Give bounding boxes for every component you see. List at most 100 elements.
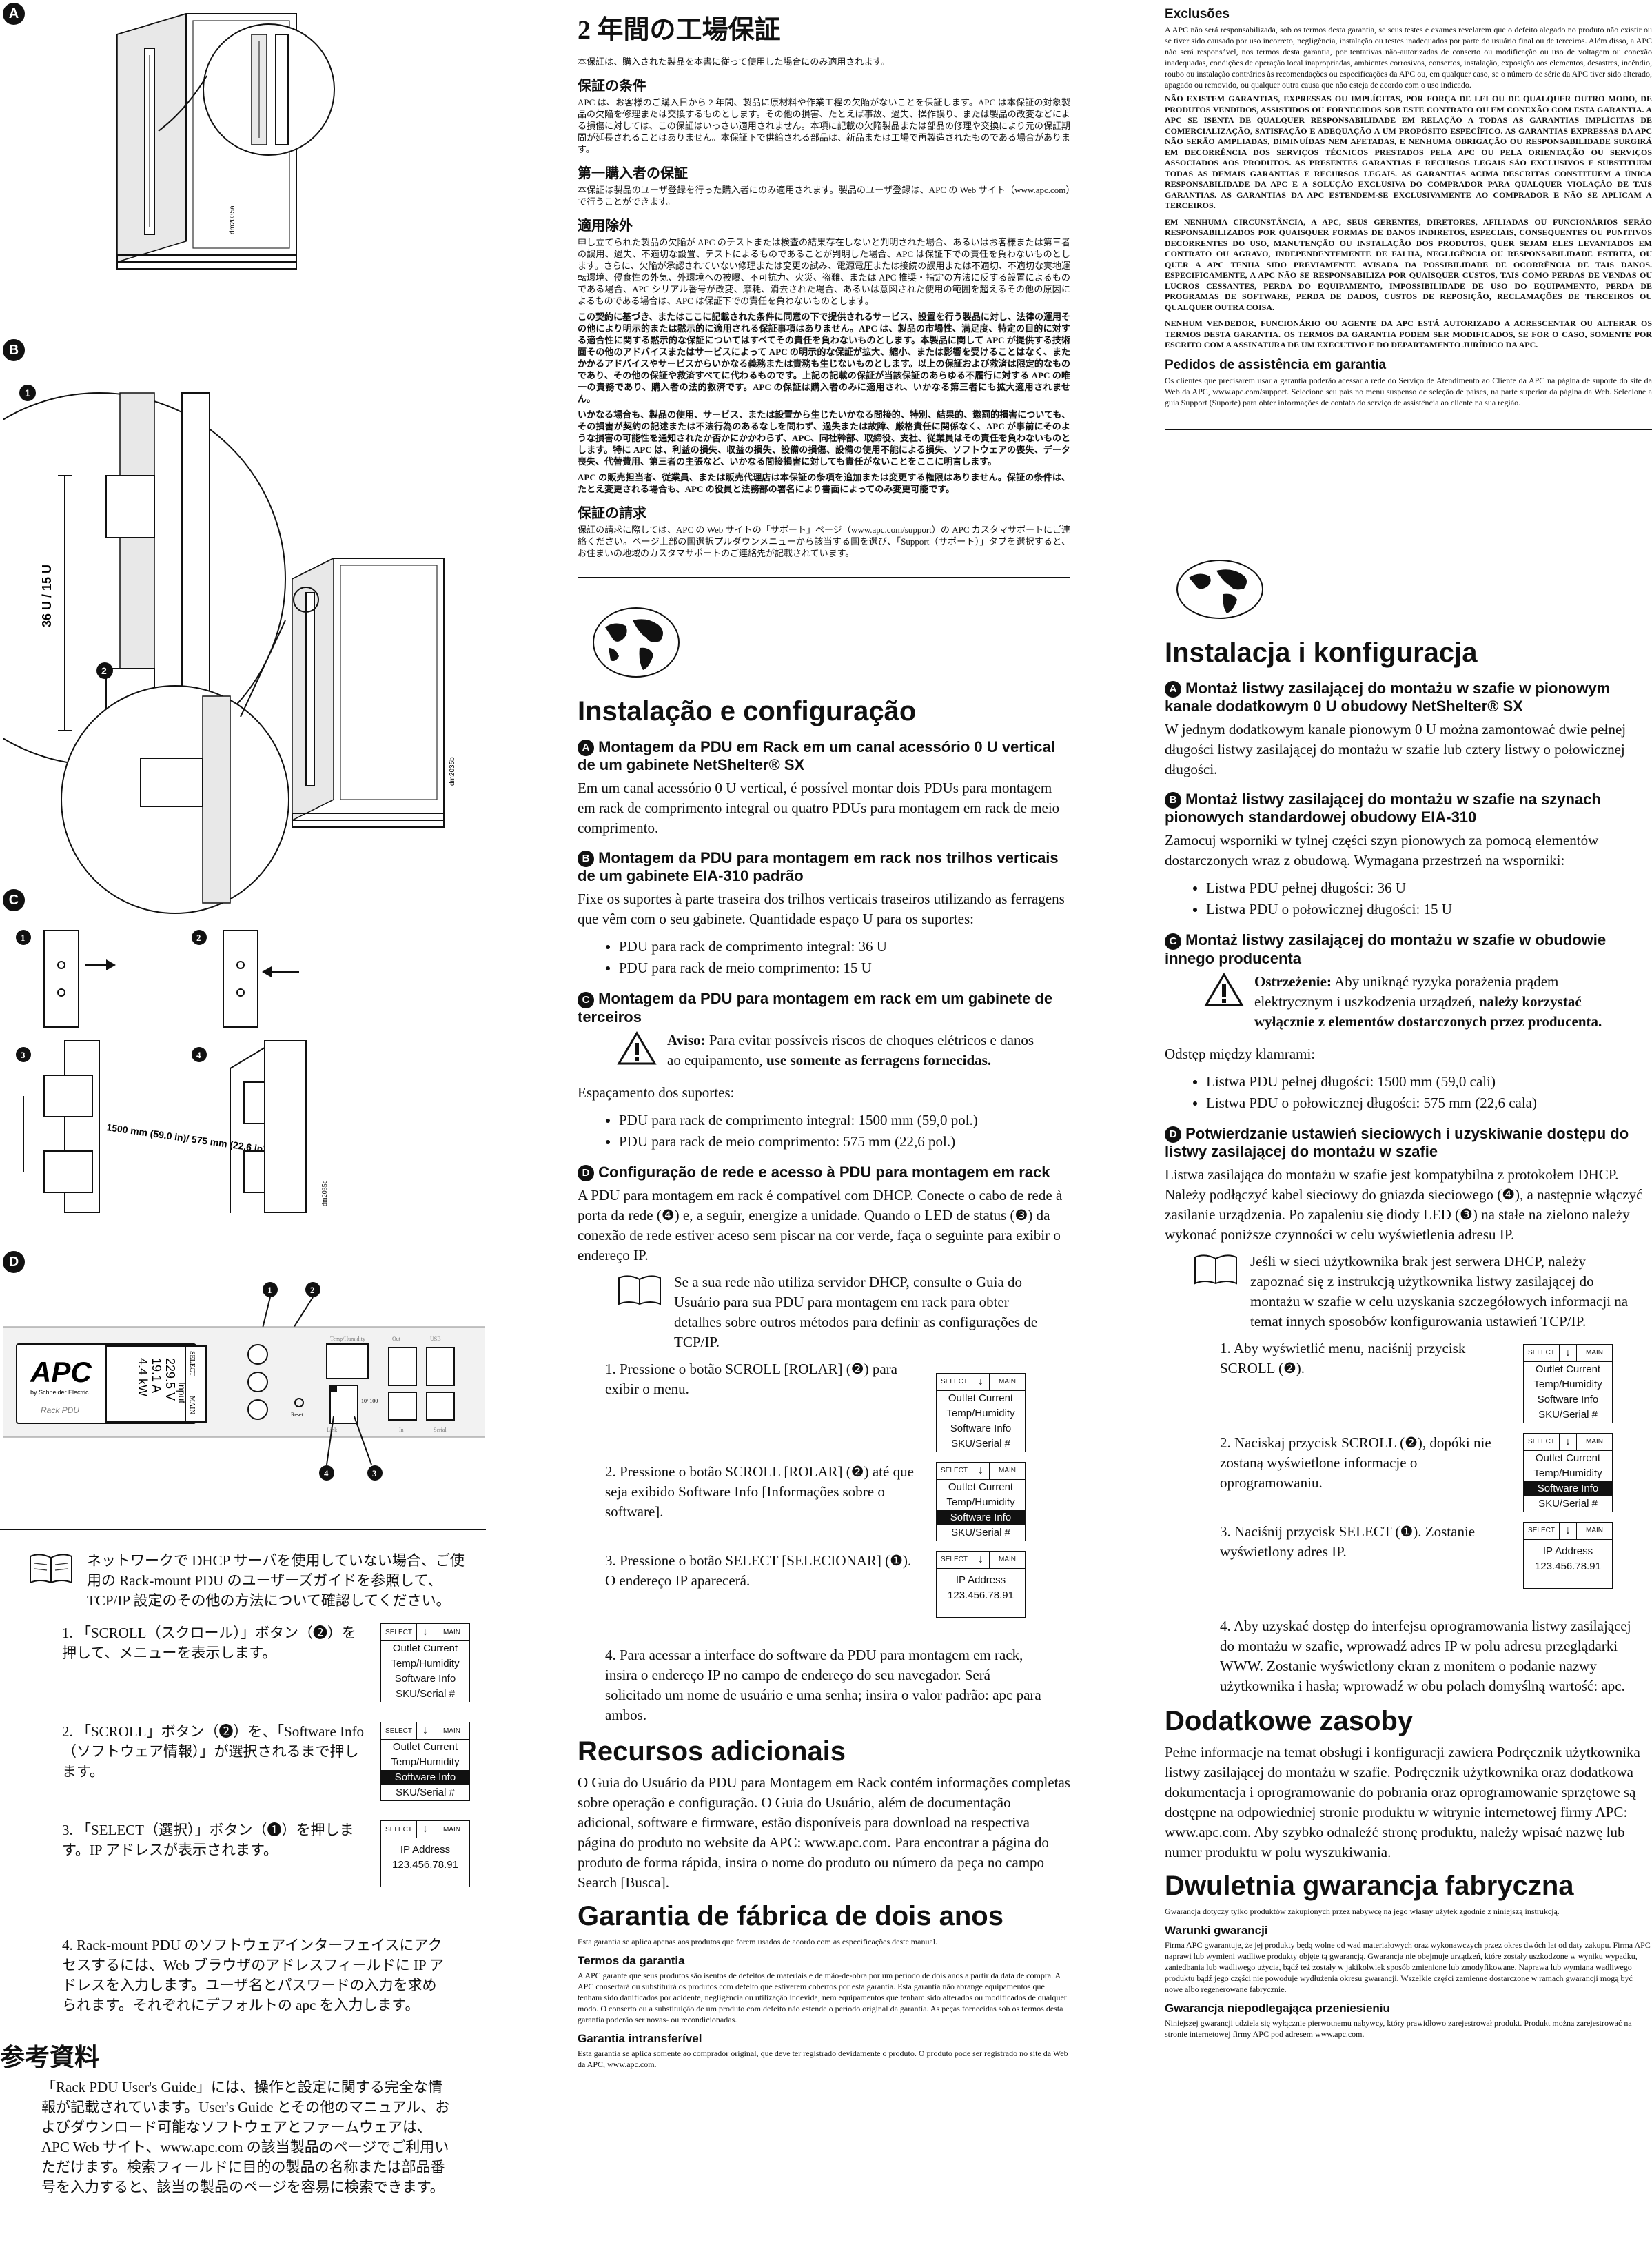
jp-terms-title: 保証の条件 [578, 79, 646, 94]
book-icon [1194, 1254, 1237, 1285]
pl-install-section: Instalacja i konfiguracja A Montaż listw… [1165, 638, 1652, 2043]
menu-item: SKU/Serial # [951, 1437, 1010, 1450]
port-out-label: Out [392, 1336, 401, 1342]
rack-u-label: 36 U / 15 U [40, 565, 54, 627]
pl-step-1: Aby wyświetlić menu, naciśnij przycisk S… [1220, 1339, 1466, 1376]
pl-transf-body: Niniejszej gwarancji udziela się wyłączn… [1165, 2017, 1632, 2039]
pt-excl-body: A APC não será responsabilizada, sob os … [1165, 25, 1652, 90]
menu-item-selected: Software Info [937, 1509, 1025, 1525]
port-usb-label: USB [430, 1336, 441, 1342]
main-button-icon[interactable] [247, 1399, 268, 1420]
pt-req-body: Os clientes que precisarem usar a garant… [1165, 375, 1652, 407]
svg-text:dm2035b: dm2035b [449, 757, 456, 786]
arrow-down-icon: ↓ [416, 1624, 434, 1640]
menu-item: Temp/Humidity [391, 1658, 460, 1669]
display-current: 19.1 A [150, 1358, 163, 1393]
reset-label: Reset [291, 1412, 304, 1418]
svg-text:2: 2 [101, 665, 107, 676]
jp-claims-body: 保証の請求に際しては、APC の Web サイトの「サポート」ページ（www.a… [578, 525, 1070, 558]
menu-main-label: MAIN [1586, 1438, 1603, 1446]
jp-step-4: Rack-mount PDU のソフトウェアインターフェイスにアクセスするには、… [62, 1937, 445, 2013]
figure-label-d: D [3, 1251, 25, 1273]
divider [0, 1529, 486, 1530]
reset-button-icon[interactable] [294, 1398, 304, 1407]
pl-step-3: Naciśnij przycisk SELECT (❶). Zostanie w… [1220, 1523, 1476, 1560]
menu-item: Software Info [1537, 1393, 1599, 1405]
network-port-icon[interactable] [329, 1385, 358, 1424]
pl-d-note: Jeśli w sieci użytkownika brak jest serw… [1250, 1252, 1629, 1330]
pl-a-title: Montaż listwy zasilającej do montażu w s… [1165, 680, 1611, 715]
menu-display-pl-2: SELECT↓MAIN Outlet Current Temp/Humidity… [1523, 1432, 1613, 1512]
pl-terms-title: Warunki gwarancji [1165, 1923, 1268, 1937]
figure-label-c: C [3, 889, 25, 911]
display-power: 4.4 kW [136, 1358, 150, 1396]
pl-resources-title: Dodatkowe zasoby [1165, 1705, 1414, 1736]
svg-text:2: 2 [196, 933, 201, 943]
pt-transf-title: Garantia intransferível [578, 2031, 702, 2045]
menu-display-pl-3: SELECT↓MAIN IP Address 123.456.78.91 [1523, 1521, 1613, 1589]
arrow-down-icon: ↓ [972, 1462, 990, 1479]
jp-first-title: 第一購入者の保証 [578, 166, 688, 181]
divider [1165, 428, 1652, 430]
menu-item: Outlet Current [392, 1741, 458, 1753]
pt-d-body: A PDU para montagem em rack é compatível… [578, 1186, 1063, 1263]
ip-title: IP Address [955, 1574, 1006, 1586]
pt-resources-title: Recursos adicionais [578, 1736, 846, 1767]
pl-c-spacing: Odstęp między klamrami: [1165, 1045, 1316, 1062]
apc-logo-sub: by Schneider Electric [30, 1389, 89, 1396]
pl-c-title: Montaż listwy zasilającej do montażu w s… [1165, 931, 1607, 967]
svg-text:dm2035a: dm2035a [229, 205, 236, 234]
pt-install-section: Instalação e configuração A Montagem da … [578, 696, 1070, 2073]
port-in-label: In [399, 1427, 404, 1433]
pt-a-body: Em um canal acessório 0 U vertical, é po… [578, 780, 1060, 837]
menu-select-label: SELECT [1528, 1527, 1555, 1535]
pt-step-3: Pressione o botão SELECT [SELECIONAR] (❶… [605, 1552, 912, 1589]
warning-label: Ostrzeżenie: [1254, 973, 1332, 990]
port-serial-label: Serial [434, 1427, 447, 1433]
pl-b-body: Zamocuj wsporniki w tylnej części szyn p… [1165, 832, 1599, 869]
list-item: PDU para rack de meio comprimento: 575 m… [619, 1131, 1070, 1152]
scroll-button-icon[interactable] [247, 1372, 268, 1392]
svg-text:dm2035c: dm2035c [321, 1180, 329, 1206]
jp-claims-title: 保証の請求 [578, 506, 646, 521]
menu-item: Temp/Humidity [946, 1496, 1015, 1508]
list-item: Listwa PDU o połowicznej długości: 15 U [1206, 899, 1652, 920]
menu-select-label: SELECT [385, 1628, 412, 1636]
menu-item: SKU/Serial # [1538, 1408, 1598, 1421]
pl-resources-body: Pełne informacje na temat obsługi i konf… [1165, 1743, 1640, 1860]
display-voltage: 229.5 V [163, 1358, 177, 1401]
arrow-down-icon: ↓ [416, 1722, 434, 1739]
panel-main-label: MAIN [188, 1396, 196, 1414]
svg-text:3: 3 [21, 1050, 26, 1060]
pt-a-title: Montagem da PDU em Rack em um canal aces… [578, 738, 1055, 774]
menu-item: Outlet Current [948, 1481, 1014, 1493]
menu-item: Temp/Humidity [1533, 1378, 1602, 1390]
list-item: Listwa PDU o połowicznej długości: 575 m… [1206, 1092, 1652, 1114]
arrow-down-icon: ↓ [1559, 1344, 1577, 1361]
menu-item: Temp/Humidity [391, 1756, 460, 1768]
menu-main-label: MAIN [1586, 1527, 1603, 1535]
pt-step-2: Pressione o botão SCROLL [ROLAR] (❷) até… [605, 1463, 914, 1520]
pl-install-title: Instalacja i konfiguracja [1165, 638, 1478, 668]
pt-warranty-intro: Esta garantia se aplica apenas aos produ… [578, 1936, 938, 1946]
pl-warranty-intro: Gwarancja dotyczy tylko produktów zakupi… [1165, 1906, 1560, 1916]
column-japanese-portuguese: 2 年間の工場保証 本保証は、購入された製品を本書に従って使用した場合にのみ適用… [578, 0, 1070, 2267]
menu-item: SKU/Serial # [396, 1688, 455, 1700]
select-button-icon[interactable] [247, 1344, 268, 1365]
pt-caps-1: NÃO EXISTEM GARANTIAS, EXPRESSAS OU IMPL… [1165, 94, 1652, 210]
menu-main-label: MAIN [999, 1556, 1016, 1564]
menu-main-label: MAIN [999, 1378, 1016, 1386]
jp-warranty-intro: 本保証は、購入された製品を本書に従って使用した場合にのみ適用されます。 [578, 57, 890, 67]
menu-item: SKU/Serial # [396, 1787, 455, 1798]
jp-terms-body: APC は、お客様のご購入日から 2 年間、製品に原材料や作業工程の欠陥がないこ… [578, 97, 1070, 154]
jp-step-3: 「SELECT（選択）」ボタン（❶）を押します。IP アドレスが表示されます。 [62, 1822, 354, 1858]
arrow-down-icon: ↓ [1559, 1522, 1577, 1539]
warning-body: Aby uniknąć ryzyka porażenia prądem elek… [1254, 973, 1559, 1010]
figure-label-a: A [3, 3, 25, 25]
menu-item: Software Info [394, 1673, 456, 1685]
pt-terms-body: A APC garante que seus produtos são isen… [578, 1970, 1067, 2024]
menu-display-pt-1: SELECT↓MAIN Outlet Current Temp/Humidity… [936, 1372, 1026, 1452]
svg-text:1: 1 [267, 1285, 272, 1295]
jp-reference-body: 「Rack PDU User's Guide」には、操作と設定に関する完全な情報… [41, 2079, 450, 2195]
jp-dhcp-note: ネットワークで DHCP サーバを使用していない場合、ご使用の Rack-mou… [87, 1552, 465, 1609]
